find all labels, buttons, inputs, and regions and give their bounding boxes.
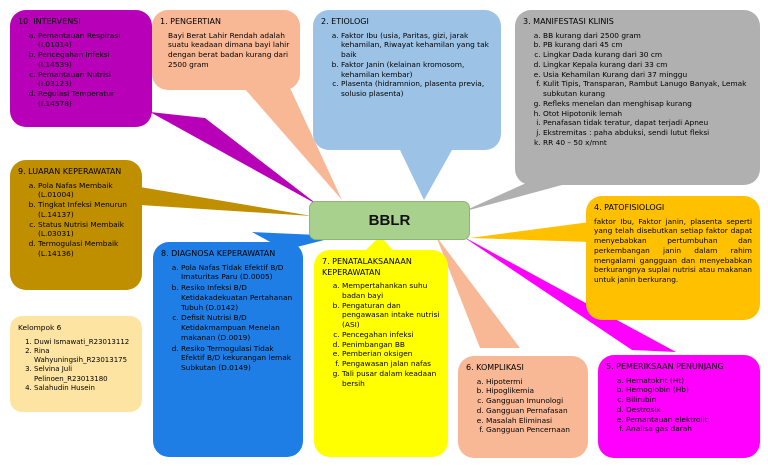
kelompok-box: Kelompok 6 Duwi Ismawati_R23013112 Rina … xyxy=(10,316,142,412)
arrow-etiologi xyxy=(400,150,452,200)
list-item: Faktor Ibu (usia, Paritas, gizi, jarak k… xyxy=(341,31,493,60)
list-item: Hemoglobin (Hb) xyxy=(626,385,752,395)
list-item: Lingkar Dada kurang dari 30 cm xyxy=(543,50,752,60)
intervensi-box: 10. INTERVENSI Pemantauan Respirasi (I.0… xyxy=(10,10,152,127)
list-item: Masalah Eliminasi xyxy=(486,416,580,426)
kelompok-title: Kelompok 6 xyxy=(18,323,62,332)
list-item: Hipotermi xyxy=(486,377,580,387)
arrow-luaran xyxy=(140,187,312,216)
list-item: Pencegahan infeksi xyxy=(342,330,440,340)
list-item: Lingkar Kepala kurang dari 33 cm xyxy=(543,60,752,70)
list-item: BB kurang dari 2500 gram xyxy=(543,31,752,41)
patofisiologi-title: 4. PATOFISIOLOGI xyxy=(594,203,665,212)
pengertian-title: 1. PENGERTIAN xyxy=(160,17,221,26)
intervensi-title: 10. INTERVENSI xyxy=(18,17,81,26)
diagnosa-list: Pola Nafas Tidak Efektif B/D Imaturitas … xyxy=(161,263,295,373)
list-item: Pengawasan jalan nafas xyxy=(342,359,440,369)
pengertian-text: Bayi Berat Lahir Rendah adalah suatu kea… xyxy=(168,30,290,69)
pemeriksaan-list: Hematokrit (Ht) Hemoglobin (Hb) Bilirubi… xyxy=(606,376,752,435)
list-item: Selvina Juli Pelinoen_R23013180 xyxy=(34,365,134,383)
list-item: Pemantauan elektrolit xyxy=(626,415,752,425)
list-item: Penimbangan BB xyxy=(342,340,440,350)
list-item: Salahudin Husein xyxy=(34,384,134,393)
arrow-komplikasi xyxy=(436,236,520,348)
komplikasi-box: 6. KOMPLIKASI Hipotermi Hipoglikemia Gan… xyxy=(458,356,588,458)
patofisiologi-text: faktor Ibu, Faktor janin, plasenta seper… xyxy=(594,216,752,285)
etiologi-title: 2. ETIOLOGI xyxy=(321,17,369,26)
manifestasi-title: 3. MANIFESTASI KLINIS xyxy=(523,17,614,26)
list-item: Gangguan Pencernaan xyxy=(486,425,580,435)
manifestasi-box: 3. MANIFESTASI KLINIS BB kurang dari 250… xyxy=(515,10,760,185)
etiologi-list: Faktor Ibu (usia, Paritas, gizi, jarak k… xyxy=(321,31,493,99)
luaran-list: Pola Nafas Membaik (L.01004) Tingkat Inf… xyxy=(18,181,134,259)
list-item: Rina Wahyuningsih_R23013175 xyxy=(34,347,134,365)
center-title: BBLR xyxy=(368,212,411,229)
list-item: Mempertahankan suhu badan bayi xyxy=(342,281,440,301)
list-item: Faktor Janin (kelainan kromosom, kehamil… xyxy=(341,60,493,80)
list-item: Tali pusar dalam keadaan bersih xyxy=(342,369,440,389)
pemeriksaan-box: 5. PEMERIKSAAN PENUNJANG Hematokrit (Ht)… xyxy=(598,355,760,458)
penatalaksanaan-box: 7. PENATALAKSANAAN KEPERAWATAN Mempertah… xyxy=(314,250,448,457)
list-item: Refleks menelan dan menghisap kurang xyxy=(543,99,752,109)
center-node-bblr: BBLR xyxy=(309,201,470,240)
list-item: Pengaturan dan pengawasan intake nutrisi… xyxy=(342,301,440,330)
list-item: Hematokrit (Ht) xyxy=(626,376,752,386)
list-item: Pemantauan Nutrisi (I.03123) xyxy=(38,70,144,90)
penatalaksanaan-list: Mempertahankan suhu badan bayi Pengatura… xyxy=(322,281,440,388)
list-item: Pemantauan Respirasi (I.01014) xyxy=(38,31,144,51)
list-item: Destrosix xyxy=(626,405,752,415)
list-item: Pencegahan Infeksi (I.14539) xyxy=(38,50,144,70)
list-item: Penafasan tidak teratur, dapat terjadi A… xyxy=(543,118,752,128)
arrow-pemeriksaan xyxy=(462,236,676,352)
list-item: Ekstremitas : paha abduksi, sendi lutut … xyxy=(543,128,752,138)
list-item: Plasenta (hidramnion, plasenta previa, s… xyxy=(341,79,493,99)
luaran-box: 9. LUARAN KEPERAWATAN Pola Nafas Membaik… xyxy=(10,160,142,290)
list-item: Pola Nafas Tidak Efektif B/D Imaturitas … xyxy=(181,263,295,283)
list-item: Bilirubin xyxy=(626,395,752,405)
list-item: Pemberian oksigen xyxy=(342,349,440,359)
list-item: RR 40 – 50 x/mnt xyxy=(543,138,752,148)
intervensi-list: Pemantauan Respirasi (I.01014) Pencegaha… xyxy=(18,31,144,109)
list-item: Duwi Ismawati_R23013112 xyxy=(34,338,134,347)
luaran-title: 9. LUARAN KEPERAWATAN xyxy=(18,167,122,176)
list-item: Hipoglikemia xyxy=(486,386,580,396)
list-item: Defisit Nutrisi B/D Ketidakmampuan Menel… xyxy=(181,313,295,342)
list-item: Resiko Infeksi B/D Ketidakadekuatan Pert… xyxy=(181,283,295,312)
komplikasi-list: Hipotermi Hipoglikemia Gangguan Imunolog… xyxy=(466,377,580,436)
diagnosa-title: 8. DIAGNOSA KEPERAWATAN xyxy=(161,249,276,258)
list-item: Regulasi Temperatur (I.14578) xyxy=(38,89,144,109)
list-item: Analisa gas darah xyxy=(626,424,752,434)
list-item: Gangguan Pernafasan xyxy=(486,406,580,416)
komplikasi-title: 6. KOMPLIKASI xyxy=(466,363,524,372)
pengertian-box: 1. PENGERTIAN Bayi Berat Lahir Rendah ad… xyxy=(152,10,300,90)
list-item: Usia Kehamilan Kurang dari 37 minggu xyxy=(543,70,752,80)
arrow-pengertian xyxy=(244,88,342,200)
list-item: Otot Hipotonik lemah xyxy=(543,109,752,119)
penatalaksanaan-title: 7. PENATALAKSANAAN KEPERAWATAN xyxy=(322,257,412,277)
list-item: Kulit Tipis, Transparan, Rambut Lanugo B… xyxy=(543,79,752,99)
list-item: Gangguan Imunologi xyxy=(486,396,580,406)
list-item: Tingkat Infeksi Menurun (L.14137) xyxy=(38,200,134,220)
arrow-patofisiologi xyxy=(470,222,590,242)
manifestasi-list: BB kurang dari 2500 gram PB kurang dari … xyxy=(523,31,752,148)
etiologi-box: 2. ETIOLOGI Faktor Ibu (usia, Paritas, g… xyxy=(313,10,501,150)
arrow-intervensi xyxy=(150,112,318,205)
list-item: Resiko Termogulasi Tidak Efektif B/D kek… xyxy=(181,344,295,373)
list-item: Status Nutrisi Membaik (L.03031) xyxy=(38,220,134,240)
kelompok-list: Duwi Ismawati_R23013112 Rina Wahyuningsi… xyxy=(18,338,134,393)
list-item: Pola Nafas Membaik (L.01004) xyxy=(38,181,134,201)
patofisiologi-box: 4. PATOFISIOLOGI faktor Ibu, Faktor jani… xyxy=(586,196,760,320)
list-item: Termogulasi Membaik (L.14136) xyxy=(38,239,134,259)
diagnosa-box: 8. DIAGNOSA KEPERAWATAN Pola Nafas Tidak… xyxy=(153,242,303,457)
list-item: PB kurang dari 45 cm xyxy=(543,40,752,50)
pemeriksaan-title: 5. PEMERIKSAAN PENUNJANG xyxy=(606,362,724,371)
